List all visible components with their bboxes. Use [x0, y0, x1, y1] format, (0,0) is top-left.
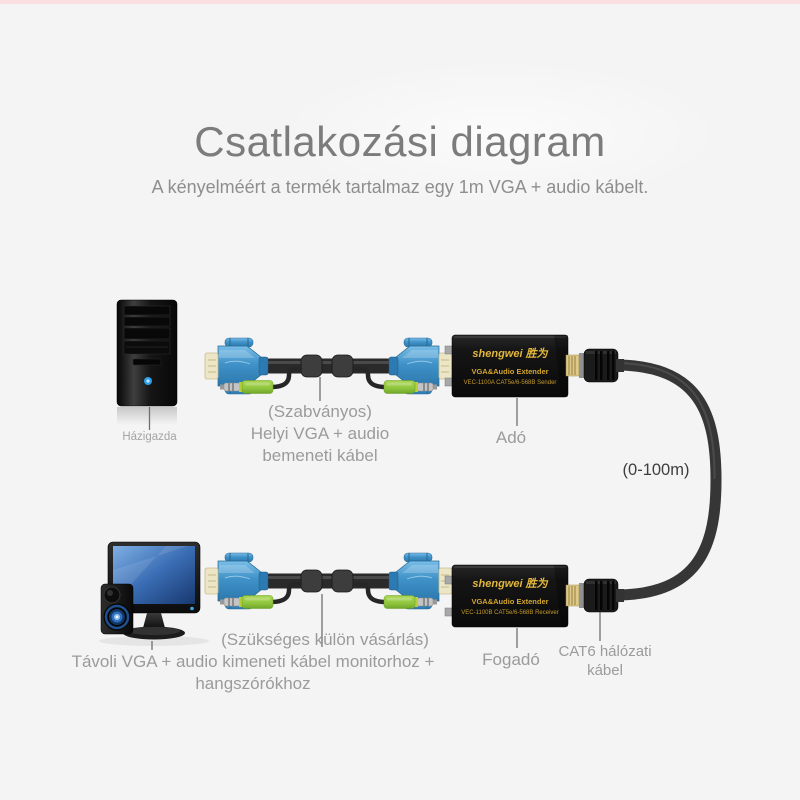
input-cable-label-line2: Helyi VGA + audio — [250, 424, 390, 443]
vga-cable-top-graphic — [205, 338, 452, 394]
output-cable-note: (Szükséges külön vásárlás) — [221, 630, 429, 649]
pointer-lines — [148, 377, 601, 650]
cat6-label: CAT6 hálózati kábel — [544, 642, 666, 680]
computer-tower-graphic — [116, 299, 178, 425]
receiver-box-graphic: shengwei 胜为 VGA&Audio Extender VEC-1100B… — [444, 564, 625, 628]
receiver-label: Fogadó — [482, 650, 540, 669]
top-accent-strip — [0, 0, 800, 4]
input-cable-label-line3: bemeneti kábel — [262, 446, 378, 465]
input-cable-label-line1: (Szabványos) — [268, 402, 372, 421]
vga-cable-bottom-graphic — [205, 553, 452, 609]
sender-box-graphic: shengwei 胜为 VGA&Audio Extender VEC-1100A… — [444, 334, 625, 398]
page-title: Csatlakozási diagram — [194, 118, 606, 166]
host-label: Házigazda — [122, 431, 177, 443]
cat6-label-line1: CAT6 hálózati — [558, 643, 652, 660]
input-cable-label: (Szabványos) Helyi VGA + audio bemeneti … — [190, 401, 450, 467]
sender-brand: shengwei 胜为 — [472, 347, 548, 360]
sender-label: Adó — [495, 428, 527, 447]
receiver-model: VEC-1100B CAT5e/6-568B Receiver — [461, 610, 559, 616]
monitor-power-led — [190, 606, 194, 611]
receiver-brand: shengwei 胜为 — [472, 577, 548, 590]
title-background-glow — [270, 58, 730, 208]
page-subtitle: A kényelméért a termék tartalmaz egy 1m … — [151, 177, 649, 197]
sender-model: VEC-1100A CAT5e/6-568B Sender — [464, 380, 557, 386]
output-cable-desc-line2: hangszórókhoz — [195, 674, 311, 693]
cat6-label-line2: kábel — [587, 662, 623, 679]
distance-label: (0-100m) — [622, 461, 690, 479]
sender-product: VGA&Audio Extender — [471, 367, 548, 376]
speaker-graphic — [100, 583, 134, 635]
cat6-cable-graphic — [610, 359, 722, 601]
output-cable-desc-line1: Távoli VGA + audio kimeneti kábel monito… — [71, 652, 435, 671]
receiver-product: VGA&Audio Extender — [471, 597, 548, 606]
